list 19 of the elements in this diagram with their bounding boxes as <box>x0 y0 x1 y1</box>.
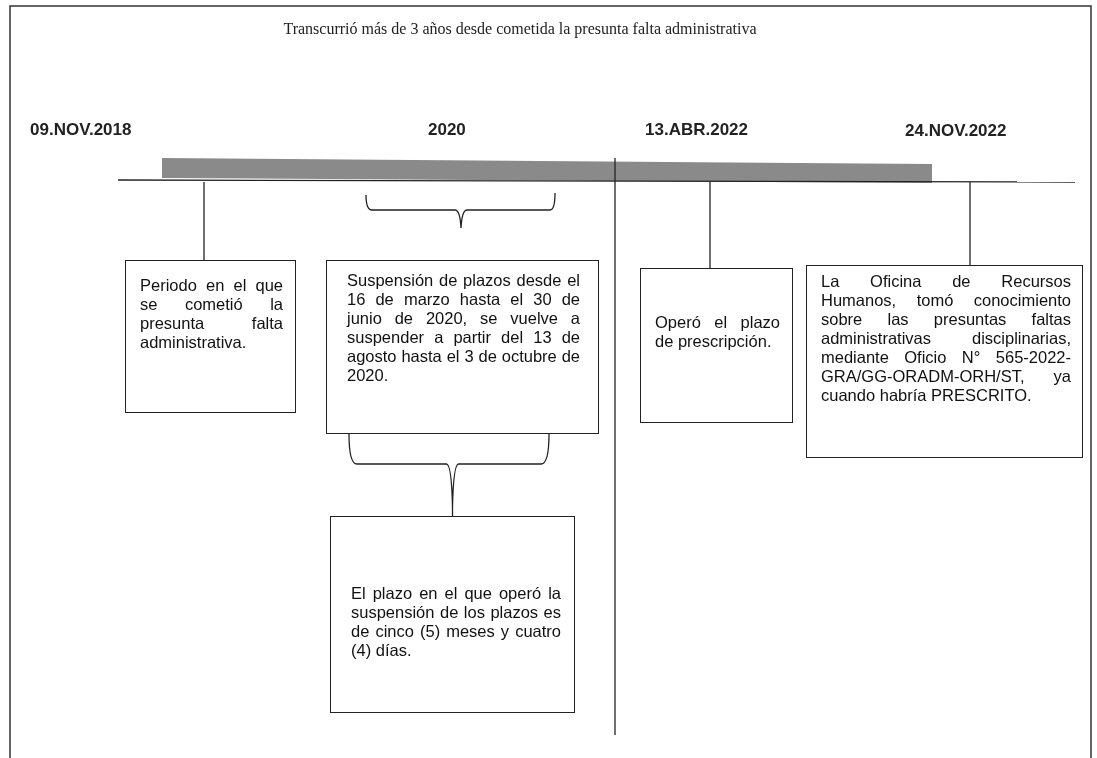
date-label: 13.ABR.2022 <box>645 120 748 140</box>
text-box <box>640 268 793 423</box>
text-box <box>125 260 296 413</box>
leader-line <box>203 181 205 261</box>
box-text: Operó el plazo de prescripción. <box>655 313 780 351</box>
leader-line <box>969 181 971 266</box>
text-box <box>806 265 1083 458</box>
box-text: Suspensión de plazos desde el 16 de marzo hasta el 30 de junio de 2020, se vuelve a suspender a partir del 13 de agosto hasta el 3 de octubre de 2020. <box>347 271 580 385</box>
leader-line <box>709 181 711 269</box>
box-text: El plazo en el que operó la suspensión de los plazos es de cinco (5) meses y cuatro (4) días. <box>351 584 561 660</box>
date-label: 24.NOV.2022 <box>905 121 1007 141</box>
box-text: La Oficina de Recursos Humanos, tomó conocimiento sobre las presuntas faltas administrativas disciplinarias, mediante Oficio N° 565-2022-GRA/GG-ORADM-ORH/ST, ya cuando habría PRESCRITO. <box>821 272 1071 405</box>
curly-bracket-connector <box>348 433 550 518</box>
text-box <box>326 260 599 434</box>
title: Transcurrió más de 3 años desde cometida la presunta falta administrativa <box>282 20 758 38</box>
text-box <box>330 516 575 713</box>
date-label: 2020 <box>428 120 466 140</box>
box-text: Periodo en el que se cometió la presunta falta administrativa. <box>140 276 283 352</box>
date-label: 09.NOV.2018 <box>30 120 132 140</box>
